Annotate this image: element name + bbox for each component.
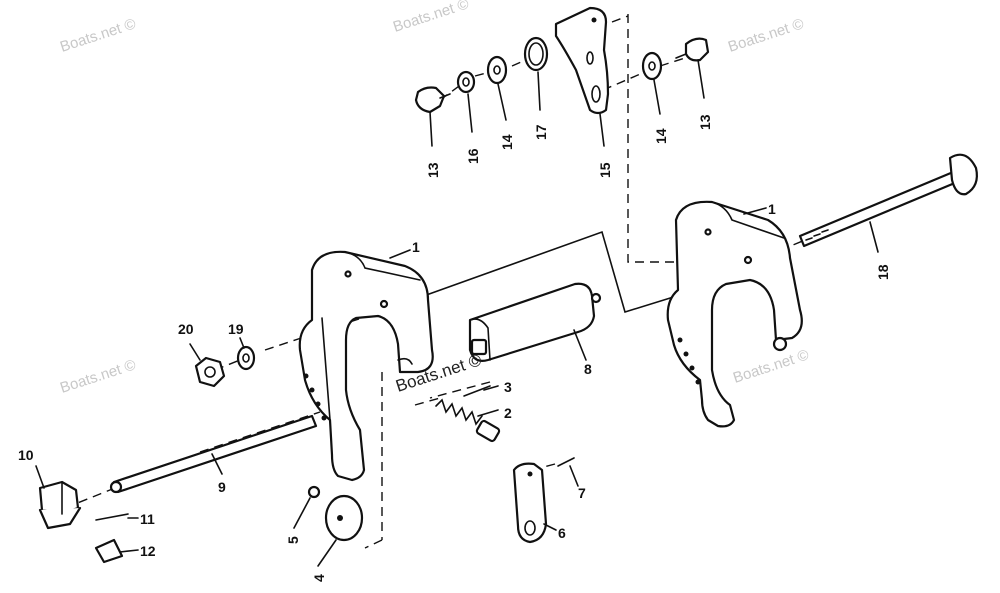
thumb-screw-13-right (675, 37, 710, 62)
tie-bar (417, 230, 697, 314)
washer-19 (236, 345, 256, 371)
thumb-screw-13-left (414, 86, 451, 114)
retaining-ring-17 (523, 36, 549, 72)
watermark-3: Boats.net © (726, 15, 806, 55)
callout-16: 16 (465, 148, 481, 164)
lever-6 (512, 462, 548, 544)
right-clamp-bracket (666, 200, 803, 428)
watermark-2: Boats.net © (391, 0, 471, 36)
callout-2: 2 (504, 405, 512, 421)
callout-18: 18 (875, 264, 891, 280)
pin-3 (463, 385, 491, 397)
long-bolt (798, 153, 978, 248)
watermark-5: Boats.net © (731, 346, 811, 386)
handle-clip (38, 480, 82, 530)
callout-14-right: 14 (653, 128, 669, 144)
callout-6: 6 (558, 525, 566, 541)
watermark-1: Boats.net © (58, 15, 138, 55)
nut-20 (194, 356, 226, 388)
callout-13-left: 13 (425, 162, 441, 178)
callout-12: 12 (140, 543, 156, 559)
callout-11: 11 (140, 511, 155, 527)
washer-14-right (641, 51, 663, 81)
callout-3: 3 (504, 379, 512, 395)
spring-2 (435, 398, 501, 443)
left-clamp-bracket (298, 250, 434, 482)
callout-9: 9 (218, 479, 226, 495)
callout-13-right: 13 (697, 114, 713, 130)
callout-20: 20 (178, 321, 194, 337)
callout-1-right: 1 (768, 201, 776, 217)
pin-rod (109, 414, 318, 494)
small-nut-5 (307, 485, 321, 499)
callout-15: 15 (597, 162, 613, 178)
small-pin-11 (95, 513, 129, 521)
callout-17: 17 (533, 124, 549, 140)
crossbar-housing (468, 282, 602, 362)
washer-16 (456, 70, 476, 94)
plate-15 (554, 6, 610, 115)
watermark-4: Boats.net © (58, 356, 138, 396)
callout-1-left: 1 (412, 239, 420, 255)
swivel-pad-4 (324, 494, 364, 542)
pin-7 (557, 457, 575, 467)
callout-4: 4 (311, 574, 327, 582)
callout-14-left: 14 (499, 134, 515, 150)
cap-12 (94, 538, 124, 564)
callout-labels: 1 1 2 3 4 5 6 7 8 9 10 11 12 13 16 14 17… (18, 114, 891, 582)
callout-5: 5 (285, 536, 301, 544)
washer-14-left (486, 55, 508, 85)
callout-10: 10 (18, 447, 34, 463)
callout-7: 7 (578, 485, 586, 501)
callout-19: 19 (228, 321, 244, 337)
callout-8: 8 (584, 361, 592, 377)
leader-lines (35, 59, 879, 567)
